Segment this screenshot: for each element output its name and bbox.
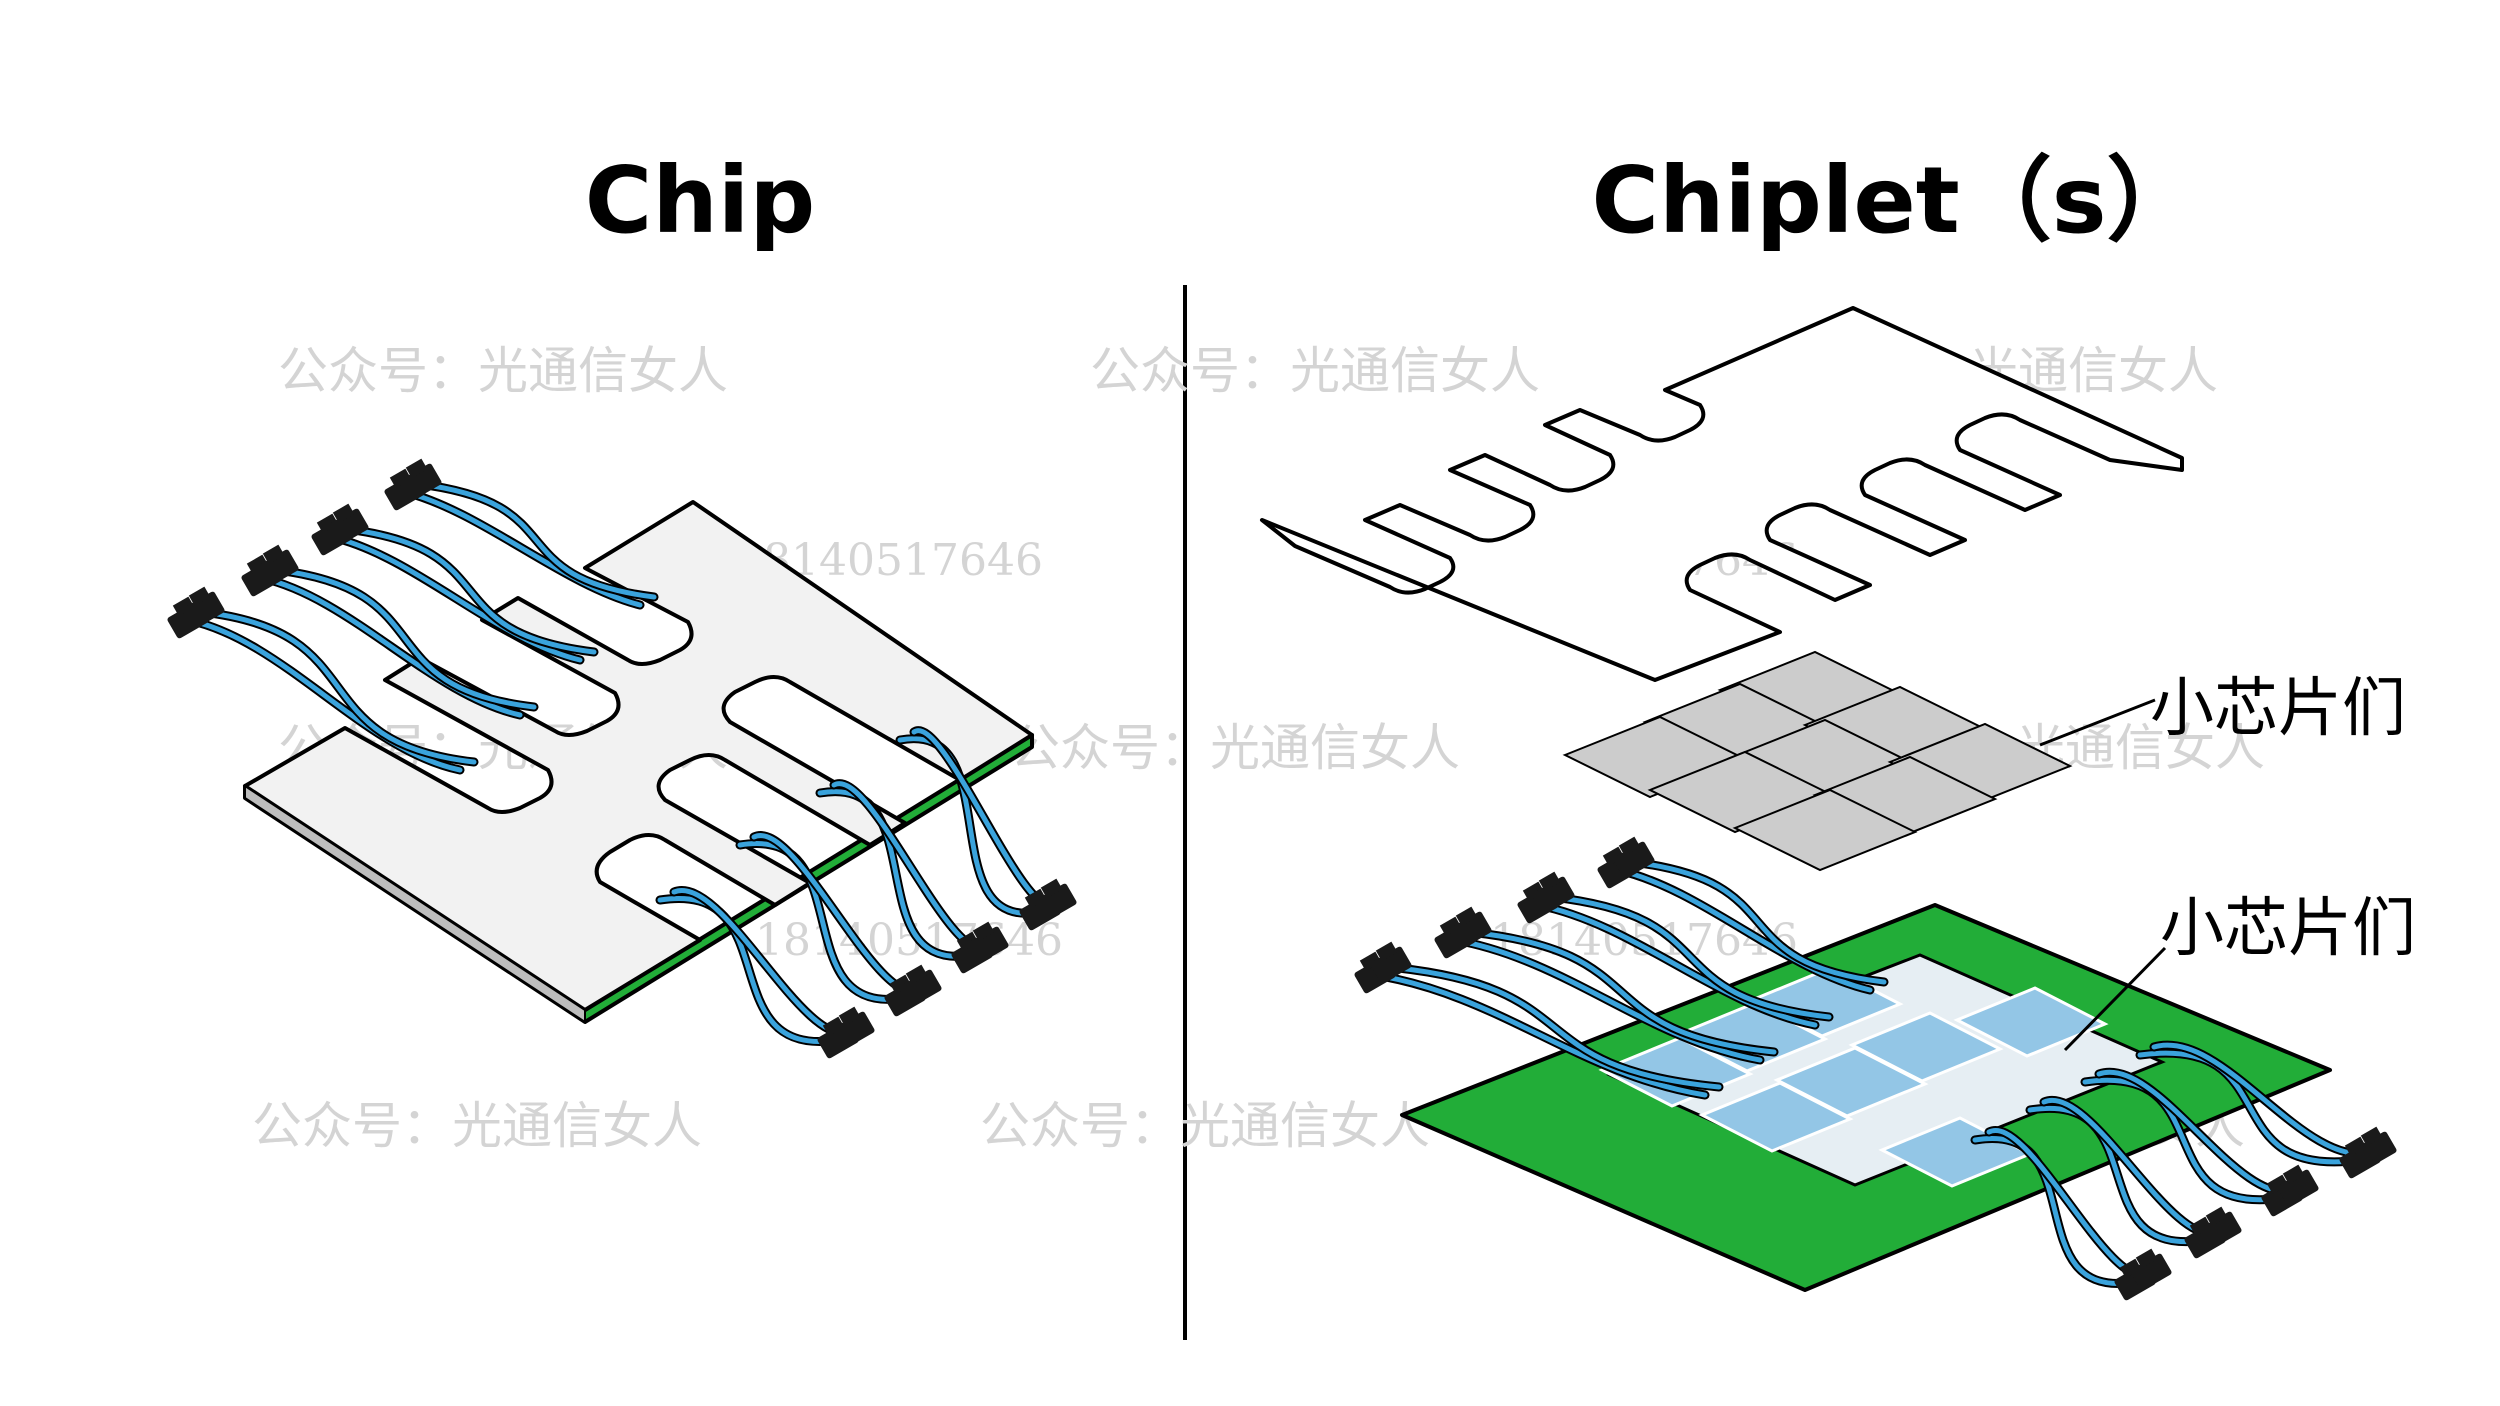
callout-lower: 小芯片们 xyxy=(2063,892,2416,1052)
connector-icon xyxy=(1618,836,1641,857)
connector-icon xyxy=(1375,941,1398,962)
connector-icon xyxy=(1602,846,1625,867)
chip-board xyxy=(243,500,1034,1012)
connector-icon xyxy=(405,458,428,479)
connector-icon xyxy=(2130,1253,2172,1291)
connector-icon xyxy=(1450,911,1492,949)
chiplet-package-lid xyxy=(1260,306,2184,682)
connector-icon xyxy=(1439,916,1462,937)
connector-icon xyxy=(2282,1164,2305,1185)
connector-icon xyxy=(257,549,299,587)
cable-icon xyxy=(2082,1077,2285,1203)
callout-upper: 小芯片们 xyxy=(2039,672,2406,747)
connector-icon xyxy=(833,1011,875,1049)
connector-icon xyxy=(1455,906,1478,927)
connector-icon xyxy=(905,964,928,985)
connector-icon xyxy=(389,468,412,489)
callout-lower-leader xyxy=(2063,946,2167,1052)
chiplet-title: Chiplet（s） xyxy=(1591,147,2198,254)
cable-icon xyxy=(1386,964,1722,1090)
cable-icon xyxy=(1535,902,1818,1028)
cable-icon xyxy=(402,489,643,608)
connector-icon xyxy=(1370,946,1412,984)
connector-icon xyxy=(967,926,1009,964)
chiplet-gray-array xyxy=(1562,650,2073,872)
connector-icon xyxy=(972,921,995,942)
cable-icon xyxy=(185,617,463,773)
connector-icon xyxy=(1613,841,1655,879)
chip-board-side xyxy=(244,784,586,1024)
connector-icon xyxy=(900,969,942,1007)
chip-title: Chip xyxy=(585,147,815,254)
chiplet-blue xyxy=(1698,1081,1854,1153)
cable-icon xyxy=(1466,929,1777,1055)
connector-icon xyxy=(2189,1216,2212,1237)
callout-upper-leader xyxy=(2039,698,2156,747)
connector-icon xyxy=(956,931,979,952)
connector-icon xyxy=(2360,1126,2383,1147)
connector-icon xyxy=(822,1016,845,1037)
cable-icon xyxy=(1629,859,1887,985)
connector-icon xyxy=(183,591,225,629)
watermark-account: 公众号：光通信女人 xyxy=(278,342,728,400)
connector-icon xyxy=(172,596,195,617)
callout-lower-label: 小芯片们 xyxy=(2160,892,2416,966)
watermark-account: 公众号：光通信女人 xyxy=(252,1097,702,1155)
connector-icon xyxy=(246,554,269,575)
connector-icon xyxy=(1359,951,1382,972)
connector-icon xyxy=(1035,883,1077,921)
cable-icon xyxy=(343,526,597,655)
chiplet-gray xyxy=(1732,788,1918,872)
watermark-account: 公众号：光通信女人 xyxy=(1090,342,1540,400)
chiplet-cables-right xyxy=(1970,1040,2397,1301)
connector-icon xyxy=(2344,1136,2367,1157)
callout-upper-label: 小芯片们 xyxy=(2150,672,2406,746)
connector-icon xyxy=(2205,1206,2228,1227)
cable-icon xyxy=(1615,867,1873,993)
connector-icon xyxy=(2277,1169,2319,1207)
cable-icon xyxy=(1452,937,1763,1063)
connector-icon xyxy=(2135,1248,2158,1269)
connector-icon xyxy=(400,463,442,501)
cable-icon xyxy=(416,481,657,600)
connector-icon xyxy=(889,974,912,995)
chip-cables-left xyxy=(167,458,659,775)
chip-cables-right xyxy=(655,726,1077,1059)
connector-icon xyxy=(1522,881,1545,902)
connector-icon xyxy=(1040,878,1063,899)
watermark-account: 公众号：光通信女人 xyxy=(980,1097,1430,1155)
connector-icon xyxy=(1024,888,1047,909)
cable-icon xyxy=(273,567,537,710)
cable-icon xyxy=(2137,1050,2363,1165)
cable-icon xyxy=(329,534,583,663)
cable-icon xyxy=(1549,894,1832,1020)
connector-icon xyxy=(188,586,211,607)
cable-icon xyxy=(2151,1042,2377,1157)
connector-icon xyxy=(1538,871,1561,892)
cable-icon xyxy=(199,609,477,765)
chiplet-illustration xyxy=(1260,306,2397,1301)
connector-icon xyxy=(2119,1258,2142,1279)
connector-icon xyxy=(327,508,369,546)
chiplet-cables-left xyxy=(1354,836,1889,1100)
connector-icon xyxy=(332,503,355,524)
chip-illustration xyxy=(167,458,1077,1059)
connector-icon xyxy=(2355,1131,2397,1169)
cable-icon xyxy=(1372,972,1708,1098)
connector-icon xyxy=(1533,876,1575,914)
connector-icon xyxy=(262,544,285,565)
cable-icon xyxy=(259,575,523,718)
watermark-account: 公众号：光通信女人 xyxy=(1010,719,1460,777)
connector-icon xyxy=(2266,1174,2289,1195)
chiplet-blue xyxy=(1953,986,2109,1058)
connector-icon xyxy=(838,1006,861,1027)
connector-icon xyxy=(2200,1211,2242,1249)
connector-icon xyxy=(316,513,339,534)
